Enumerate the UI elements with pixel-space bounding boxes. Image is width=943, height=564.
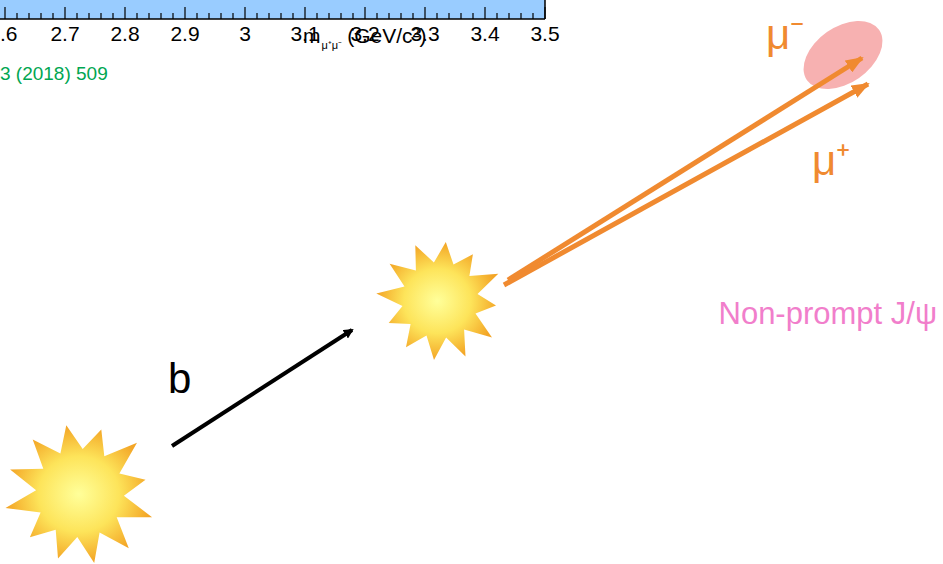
tick-mark xyxy=(64,7,65,19)
tick-mark xyxy=(460,13,461,19)
tick-mark xyxy=(28,13,29,19)
b-quark-arrow xyxy=(172,330,352,446)
axis-line xyxy=(0,18,545,20)
tick-mark xyxy=(304,7,305,19)
particle-label: μ⁻ xyxy=(766,14,804,56)
muon-pair-blob xyxy=(791,7,895,103)
tick-mark xyxy=(316,13,317,19)
tick-mark xyxy=(232,13,233,19)
tick-label: .6 xyxy=(0,23,18,44)
tick-mark xyxy=(256,13,257,19)
tick-mark xyxy=(448,13,449,19)
tick-mark xyxy=(292,13,293,19)
axis-label-subscript: μ⁺μ⁻ xyxy=(322,40,343,51)
tick-mark xyxy=(148,13,149,19)
tick-mark xyxy=(100,13,101,19)
tick-mark xyxy=(424,7,425,19)
tick-mark xyxy=(364,7,365,19)
reference-text: 3 (2018) 509 xyxy=(0,64,108,83)
tick-mark xyxy=(268,13,269,19)
tick-label: 3.5 xyxy=(530,23,559,44)
tick-mark xyxy=(112,13,113,19)
particle-label: μ⁺ xyxy=(812,140,850,182)
tick-mark xyxy=(160,13,161,19)
axis-label: m xyxy=(303,25,321,46)
tick-mark xyxy=(400,13,401,19)
tick-mark xyxy=(544,7,545,19)
particle-caption: Non-prompt J/ψ xyxy=(719,298,938,329)
quark-label: b xyxy=(168,358,191,400)
muon-track xyxy=(504,84,868,285)
muon-track xyxy=(508,58,862,280)
tick-mark xyxy=(4,7,5,19)
tick-mark xyxy=(340,13,341,19)
tick-mark xyxy=(40,13,41,19)
tick-mark xyxy=(496,13,497,19)
tick-mark xyxy=(184,7,185,19)
tick-mark xyxy=(328,13,329,19)
tick-mark xyxy=(220,13,221,19)
tick-mark xyxy=(196,13,197,19)
plot-band xyxy=(0,0,545,19)
tick-mark xyxy=(472,13,473,19)
tick-mark xyxy=(16,13,17,19)
tick-mark xyxy=(88,13,89,19)
tick-mark xyxy=(532,13,533,19)
tick-mark xyxy=(52,13,53,19)
axis-frame xyxy=(544,0,546,19)
axis-ticks xyxy=(5,7,545,19)
tick-mark xyxy=(280,13,281,19)
tick-label: 2.9 xyxy=(170,23,199,44)
tick-mark xyxy=(244,7,245,19)
tick-label: 3.4 xyxy=(470,23,499,44)
tick-mark xyxy=(484,7,485,19)
tick-mark xyxy=(76,13,77,19)
tick-label: 2.8 xyxy=(110,23,139,44)
tick-mark xyxy=(412,13,413,19)
collision-star xyxy=(6,425,153,563)
axis-label: (GeV/c²) xyxy=(347,25,426,46)
tick-mark xyxy=(376,13,377,19)
tick-mark xyxy=(124,7,125,19)
tick-mark xyxy=(208,13,209,19)
decay-star xyxy=(376,242,498,360)
tick-mark xyxy=(352,13,353,19)
tick-mark xyxy=(172,13,173,19)
tick-mark xyxy=(136,13,137,19)
tick-mark xyxy=(388,13,389,19)
tick-label: 2.7 xyxy=(50,23,79,44)
tick-mark xyxy=(436,13,437,19)
tick-label: 3 xyxy=(239,23,251,44)
tick-mark xyxy=(508,13,509,19)
tick-mark xyxy=(520,13,521,19)
